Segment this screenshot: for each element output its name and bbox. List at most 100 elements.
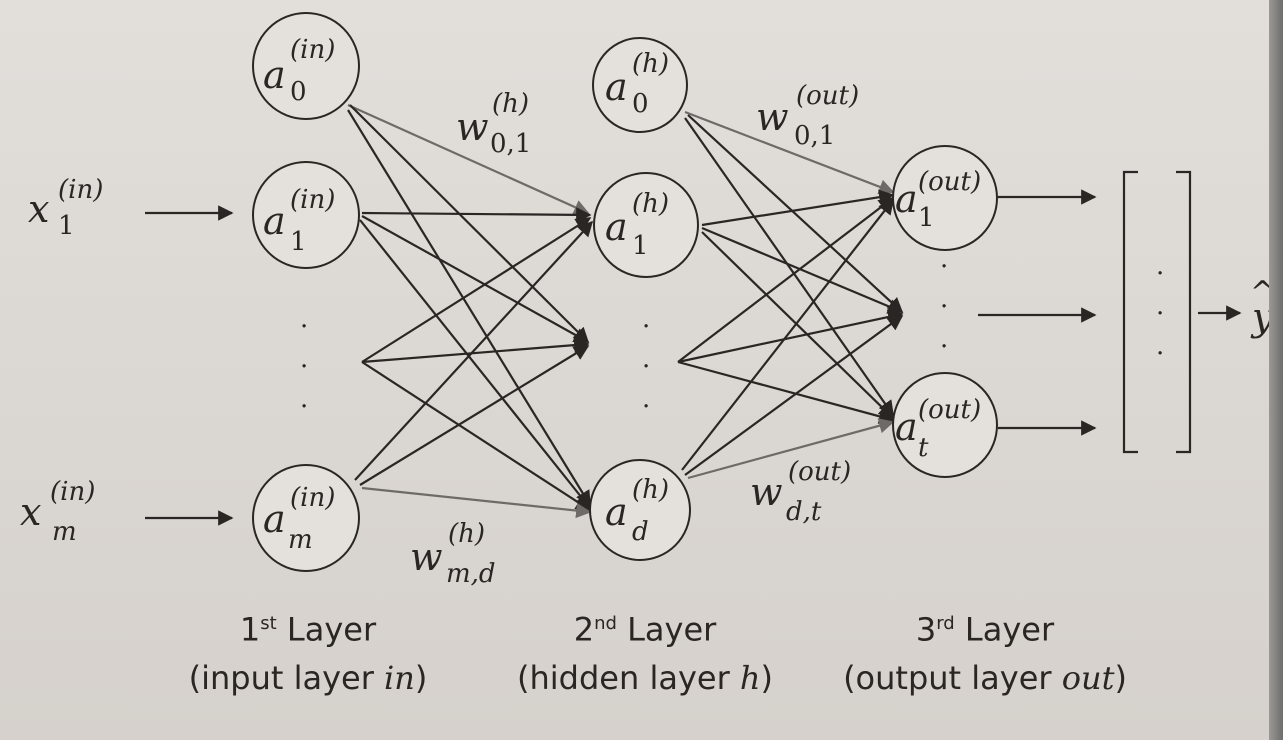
layer2-desc: (hidden layer h)	[485, 654, 805, 702]
edges-layer2-to-layer3	[677, 110, 904, 480]
vector-dot: ·	[1156, 339, 1164, 369]
edge-a1in-a1h	[361, 207, 592, 223]
layer2-ordinal-suffix: nd	[594, 613, 617, 634]
weight-w-out-01: w (out) 0,1	[756, 81, 859, 151]
a1-h-base: a	[605, 205, 628, 249]
am-in-base: a	[263, 497, 286, 541]
weight-w-out-dt: w (out) d,t	[750, 457, 851, 527]
layer2-caption: 2nd Layer (hidden layer h)	[485, 600, 805, 702]
edge-a1in-adh	[359, 219, 591, 510]
layer1-desc-var: in	[384, 658, 415, 697]
edge-adh-atout	[687, 418, 895, 480]
ad-h-label: a (h) d	[605, 475, 669, 547]
weight-w-h-01: w (h) 0,1	[456, 89, 531, 159]
weight-w-h-md-sup: (h)	[448, 519, 485, 549]
layer1-name: Layer	[286, 610, 377, 649]
edge-a0in-adh	[347, 109, 591, 507]
a0-in-sub: 0	[290, 77, 307, 107]
edge-a1h-atout	[701, 231, 895, 420]
weight-w-h-md-base: w	[410, 535, 443, 579]
layer3-name: Layer	[964, 610, 1055, 649]
a0-h-base: a	[605, 65, 628, 109]
a1-in-sup: (in)	[290, 185, 335, 215]
weight-w-out-01-sub: 0,1	[794, 121, 835, 151]
layer1-desc: (input layer in)	[148, 654, 468, 702]
layer2-desc-prefix: (hidden layer	[517, 658, 740, 697]
am-in-label: a (in) m	[263, 483, 335, 555]
vector-dot: ·	[1156, 259, 1164, 289]
edge-amin-dots	[359, 345, 590, 486]
layer3-desc-var: out	[1061, 658, 1115, 697]
node-a1-in	[252, 161, 360, 269]
ad-h-sup: (h)	[632, 475, 669, 505]
layer2-name: Layer	[627, 610, 717, 649]
node-a0-h	[592, 37, 688, 133]
node-am-in	[252, 464, 360, 572]
a0-in-label: a (in) 0	[263, 35, 335, 107]
layer2-desc-suffix: )	[760, 658, 773, 697]
ellipsis-dot: ·	[642, 392, 650, 422]
layer3-caption: 3rd Layer (output layer out)	[825, 600, 1145, 702]
input-xm-base: x	[20, 490, 41, 534]
edge-amin-adh	[361, 486, 592, 519]
ellipsis-dot: ·	[642, 312, 650, 342]
edge-a0h-atout	[684, 117, 894, 417]
ellipsis-dot: ·	[940, 292, 948, 322]
edge-a0in-dots	[349, 104, 590, 344]
layer1-desc-prefix: (input layer	[188, 658, 385, 697]
page-edge-shadow	[1269, 0, 1283, 740]
at-out-sub: t	[918, 433, 929, 463]
am-in-sup: (in)	[290, 483, 335, 513]
edge-a0h-a1out	[684, 110, 895, 195]
layer2-ordinal: 2	[573, 610, 595, 649]
edge-dots-dots	[361, 337, 590, 364]
ellipsis-dot: ·	[940, 252, 948, 282]
a1-in-label: a (in) 1	[263, 185, 335, 257]
node-at-out	[892, 372, 998, 478]
ellipsis-dot: ·	[940, 332, 948, 362]
edge-a0h-dots	[687, 114, 904, 314]
edge-adh-a1out	[681, 198, 894, 471]
layer3-desc-prefix: (output layer	[843, 658, 1062, 697]
layer1-ordinal: 1	[239, 610, 261, 649]
a0-h-label: a (h) 0	[605, 49, 669, 119]
a1-h-sub: 1	[632, 231, 649, 261]
layer2-desc-var: h	[739, 658, 761, 697]
a0-h-sub: 0	[632, 89, 649, 119]
weight-w-out-01-base: w	[756, 95, 789, 139]
a0-in-sup: (in)	[290, 35, 335, 65]
weight-w-out-01-sup: (out)	[796, 81, 859, 111]
input-xm-label: x (in) m	[20, 477, 95, 547]
a1-h-label: a (h) 1	[605, 189, 669, 261]
weight-w-out-dt-sup: (out)	[788, 457, 851, 487]
weight-w-h-01-sub: 0,1	[490, 129, 531, 159]
vector-dot: ·	[1156, 299, 1164, 329]
node-a1-out	[892, 145, 998, 251]
edge-adh-dots	[684, 315, 904, 476]
layer3-ordinal-suffix: rd	[936, 613, 955, 634]
a1-in-sub: 1	[290, 227, 307, 257]
weight-w-h-md-sub: m,d	[446, 559, 496, 589]
layer2-ellipsis: · · ·	[642, 312, 650, 422]
a1-out-label: a (out) 1	[895, 167, 981, 233]
input-x1-base: x	[28, 187, 49, 231]
at-out-sup: (out)	[918, 395, 981, 425]
layer1-caption: 1st Layer (input layer in)	[148, 600, 468, 702]
input-xm-sub: m	[52, 517, 77, 547]
a0-in-base: a	[263, 53, 286, 97]
weight-w-h-md: w (h) m,d	[410, 519, 496, 589]
a1-out-sub: 1	[918, 203, 935, 233]
weight-w-h-01-base: w	[456, 105, 489, 149]
input-x1-sup: (in)	[58, 175, 103, 205]
layer2-title: 2nd Layer	[485, 600, 805, 654]
input-xm-sup: (in)	[50, 477, 95, 507]
edge-dots2-dots	[677, 309, 904, 364]
layer3-ordinal: 3	[915, 610, 937, 649]
at-out-base: a	[895, 405, 918, 449]
layer3-ellipsis: · · ·	[940, 252, 948, 362]
ad-h-sub: d	[632, 517, 649, 547]
a1-out-sup: (out)	[918, 167, 981, 197]
a1-out-base: a	[895, 177, 918, 221]
